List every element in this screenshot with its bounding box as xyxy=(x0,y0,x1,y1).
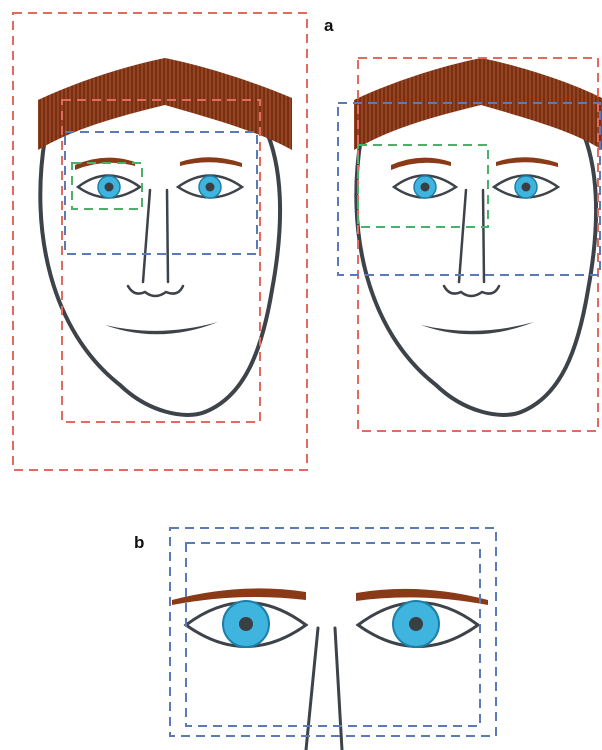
mouth xyxy=(421,322,534,334)
eye-left xyxy=(186,601,306,647)
panel-label-a: a xyxy=(324,16,334,35)
face-outline xyxy=(40,128,280,415)
pupil xyxy=(105,183,114,192)
mouth xyxy=(105,322,218,334)
nose xyxy=(306,628,342,750)
pupil xyxy=(206,183,215,192)
eye-left xyxy=(394,176,456,199)
box-face-inner-red xyxy=(62,100,260,422)
pupil xyxy=(409,617,423,631)
panel-label-b: b xyxy=(134,533,144,552)
face-outline xyxy=(356,128,596,415)
hair xyxy=(38,58,292,150)
eye-left xyxy=(78,176,140,199)
eyebrow-right xyxy=(496,157,558,167)
pupil xyxy=(522,183,531,192)
eyebrow-left xyxy=(391,158,451,170)
box-eyes-outer-blue xyxy=(170,528,496,736)
eye-right xyxy=(178,176,242,199)
nose xyxy=(444,190,499,296)
pupil xyxy=(421,183,430,192)
face-left xyxy=(38,58,292,415)
face-right xyxy=(354,58,602,415)
eyebrow-right xyxy=(180,157,242,167)
eye-right xyxy=(358,601,478,647)
pupil xyxy=(239,617,253,631)
eye-right xyxy=(494,176,558,199)
nose xyxy=(128,190,183,296)
